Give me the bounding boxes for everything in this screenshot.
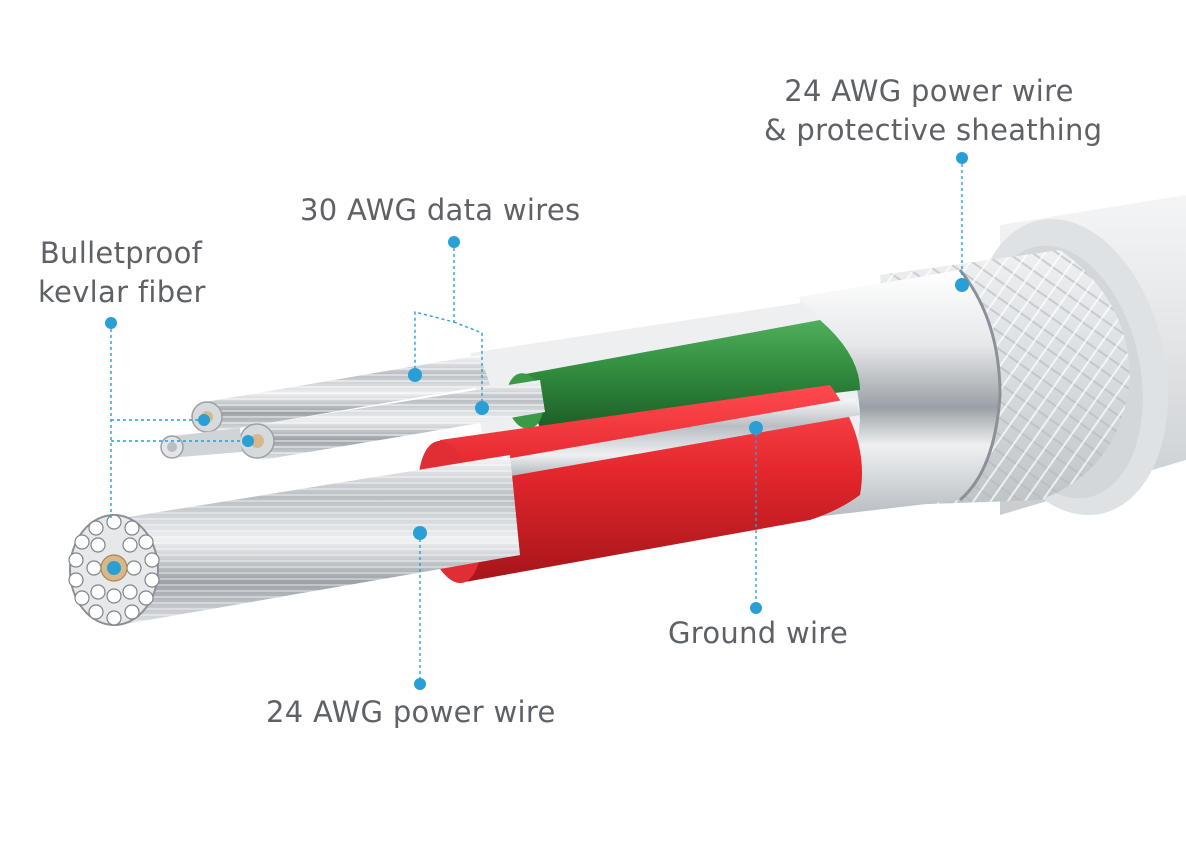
kevlar-target-dot-2 [242, 435, 254, 447]
power-wire-dot [414, 678, 426, 690]
sheathing-label-line2: & protective sheathing [764, 113, 1103, 147]
kevlar-callout-line [110, 323, 248, 520]
kevlar-strand [160, 428, 242, 459]
power-wire-label: 24 AWG power wire [266, 695, 556, 729]
ground-wire-label: Ground wire [668, 616, 849, 650]
sheathing-label: 24 AWG power wire & protective sheathing [764, 72, 1103, 150]
data-wire-target-dot-2 [475, 401, 489, 415]
conductor-strand-ends [68, 514, 160, 626]
sheathing-label-line1: 24 AWG power wire [784, 74, 1074, 108]
data-wires-label: 30 AWG data wires [300, 193, 581, 227]
callout-lines [110, 158, 963, 684]
power-conductor [68, 455, 520, 626]
ground-wire-target-dot [749, 421, 763, 435]
data-wires-callout-line [414, 242, 483, 408]
sheathing-target-dot [955, 278, 969, 292]
kevlar-target-dot-3 [107, 561, 121, 575]
kevlar-target-dot-1 [198, 414, 210, 426]
data-wires-dot [448, 236, 460, 248]
power-wire-target-dot [413, 526, 427, 540]
data-conductor-lower [239, 380, 545, 460]
sheathing-dot [956, 152, 968, 164]
ground-wire-dot [750, 602, 762, 614]
kevlar-label-line2: kevlar fiber [38, 275, 206, 309]
callout-dots [105, 152, 969, 690]
kevlar-label: Bulletproof kevlar fiber [38, 234, 206, 312]
data-wire-target-dot-1 [408, 368, 422, 382]
kevlar-label-line1: Bulletproof [39, 236, 203, 270]
kevlar-dot [105, 317, 117, 329]
